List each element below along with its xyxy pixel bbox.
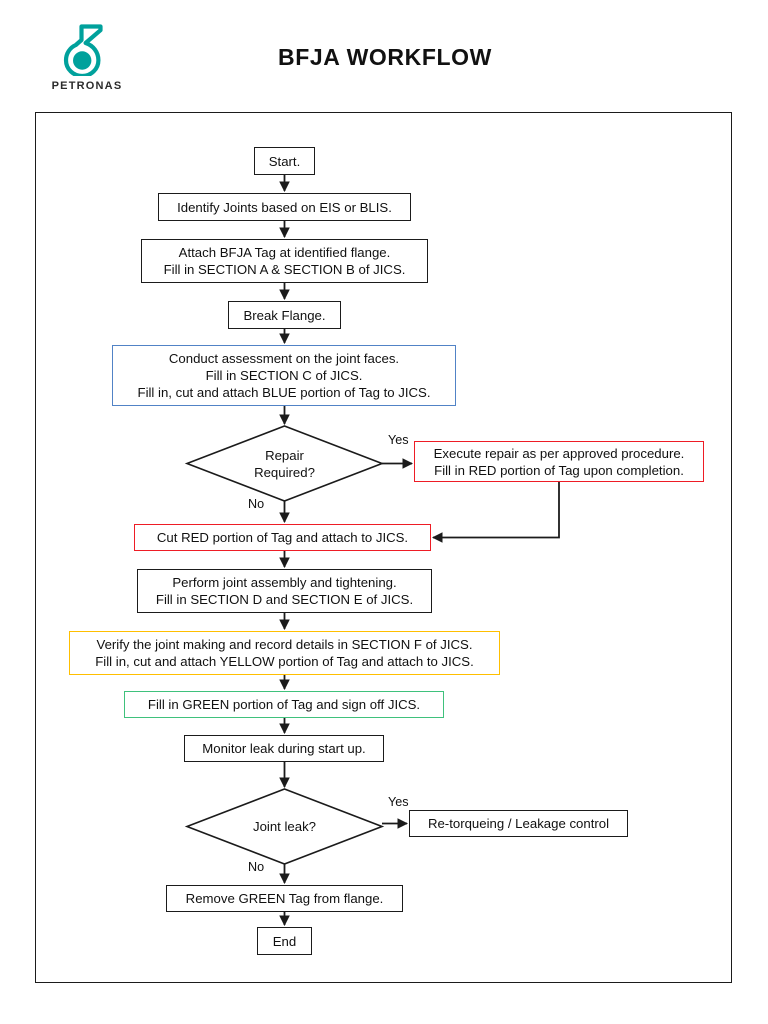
node-remove-green-tag: Remove GREEN Tag from flange. <box>166 885 403 912</box>
node-re-torqueing: Re-torqueing / Leakage control <box>409 810 628 837</box>
node-break-flange: Break Flange. <box>228 301 341 329</box>
page-title: BFJA WORKFLOW <box>278 44 492 70</box>
decision-repair-required-label: Repair Required? <box>254 447 315 480</box>
node-identify-joints: Identify Joints based on EIS or BLIS. <box>158 193 411 221</box>
node-verify-joint-making: Verify the joint making and record detai… <box>69 631 500 675</box>
node-conduct-assessment: Conduct assessment on the joint faces. F… <box>112 345 456 406</box>
edge-label-yes-leak: Yes <box>388 795 409 809</box>
node-joint-assembly: Perform joint assembly and tightening. F… <box>137 569 432 613</box>
flowchart-frame: Start. Identify Joints based on EIS or B… <box>35 112 732 983</box>
edge-label-no-repair: No <box>248 497 265 511</box>
node-start: Start. <box>254 147 315 175</box>
brand-name: PETRONAS <box>51 80 123 92</box>
page-header: PETRONAS BFJA WORKFLOW <box>0 0 768 112</box>
node-monitor-leak: Monitor leak during start up. <box>184 735 384 762</box>
decision-joint-leak <box>184 788 385 865</box>
node-fill-green-portion: Fill in GREEN portion of Tag and sign of… <box>124 691 444 718</box>
edge-label-no-leak: No <box>248 860 265 874</box>
petronas-droplet-icon <box>63 24 103 76</box>
edge-label-yes-repair: Yes <box>388 433 409 447</box>
node-cut-red-portion: Cut RED portion of Tag and attach to JIC… <box>134 524 431 551</box>
node-execute-repair: Execute repair as per approved procedure… <box>414 441 704 482</box>
decision-repair-required <box>184 425 385 502</box>
node-attach-bfja-tag: Attach BFJA Tag at identified flange. Fi… <box>141 239 428 283</box>
brand-logo: PETRONAS <box>33 24 141 96</box>
decision-joint-leak-label: Joint leak? <box>252 819 317 834</box>
flowchart-canvas: Start. Identify Joints based on EIS or B… <box>36 113 733 984</box>
node-end: End <box>257 927 312 955</box>
